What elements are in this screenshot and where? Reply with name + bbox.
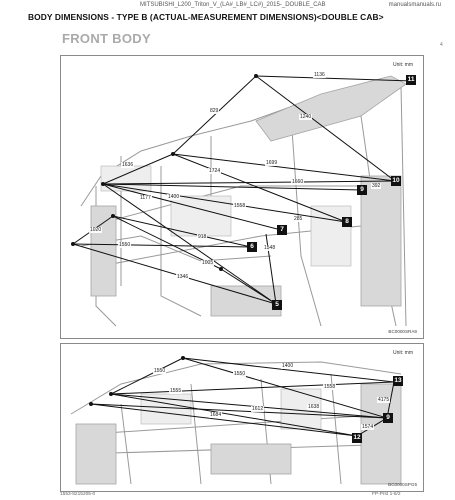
page-title: BODY DIMENSIONS - TYPE B (ACTUAL-MEASURE…: [28, 12, 384, 22]
site-name: manualsmanuals.ru: [388, 2, 441, 8]
dimension-label: 1020: [89, 227, 103, 233]
dimension-label: 1555: [169, 388, 183, 394]
point-marker-9: 9: [357, 185, 367, 195]
dimension-label: 1400: [281, 363, 295, 369]
dimension-label: 4175: [377, 397, 391, 403]
dimension-label: 1136: [313, 72, 326, 78]
running-header: MITSUBISHI_L200_Triton_V_(LA#_LB#_LC#)_2…: [0, 2, 455, 12]
point-marker-9: 9: [383, 413, 393, 423]
dimension-label: 1177: [139, 195, 152, 201]
front-body-upper-figure: Unit: mm BC0000SRA9 11 10 9 8 7 6 5 1136…: [60, 55, 424, 339]
page-mark: 4: [440, 42, 443, 48]
dimension-label: 1550: [233, 371, 247, 377]
figure-code: BC0000SPG5: [388, 482, 417, 487]
point-marker-10: 10: [391, 176, 401, 186]
dimension-label: 1005: [201, 260, 215, 266]
dimension-label: 1612: [251, 406, 265, 412]
document-title: MITSUBISHI_L200_Triton_V_(LA#_LB#_LC#)_2…: [140, 2, 326, 8]
dimension-label: 1558: [233, 203, 247, 209]
dimension-label: 1699: [265, 160, 279, 166]
dimension-label: 1550: [118, 242, 132, 248]
unit-label: Unit: mm: [393, 62, 413, 68]
dimension-label: 1548: [263, 245, 277, 251]
dimension-label: 829: [209, 108, 220, 114]
point-marker-7: 7: [277, 225, 287, 235]
point-marker-6: 6: [247, 242, 257, 252]
point-marker-12: 12: [352, 433, 362, 443]
dimension-label: 918: [197, 234, 208, 240]
figure-code: BC0000SRA9: [388, 329, 417, 334]
dimension-label: 1346: [176, 274, 190, 280]
point-marker-8: 8: [342, 217, 352, 227]
dimension-label: 1574: [361, 424, 375, 430]
section-heading: FRONT BODY: [62, 31, 151, 46]
point-marker-13: 13: [393, 376, 403, 386]
dimension-label: 392: [371, 183, 382, 189]
dimension-label: 1558: [323, 384, 337, 390]
dimension-label: 1724: [208, 168, 222, 174]
footer-right: FP-Prst 1-6/2: [372, 492, 401, 497]
dimension-label: 1550: [153, 368, 167, 374]
dimension-label: 1636: [121, 162, 135, 168]
dimension-label: 285: [293, 216, 304, 222]
dimension-label: 1684: [209, 412, 223, 418]
point-marker-11: 11: [406, 75, 416, 85]
body-drawing-upper: [71, 74, 414, 327]
point-marker-5: 5: [272, 300, 282, 310]
dimension-label: 1638: [307, 404, 321, 410]
footer-left: 1553-8215205-0: [60, 492, 96, 497]
dimension-label: 1660: [291, 179, 305, 185]
body-drawing-lower: [70, 356, 402, 485]
dimension-label: 1400: [167, 194, 181, 200]
unit-label: Unit: mm: [393, 350, 413, 356]
dimension-label: 1240: [299, 114, 313, 120]
front-body-lower-figure: Unit: mm BC0000SPG5 13 12 9 1400 1550 15…: [60, 343, 424, 492]
